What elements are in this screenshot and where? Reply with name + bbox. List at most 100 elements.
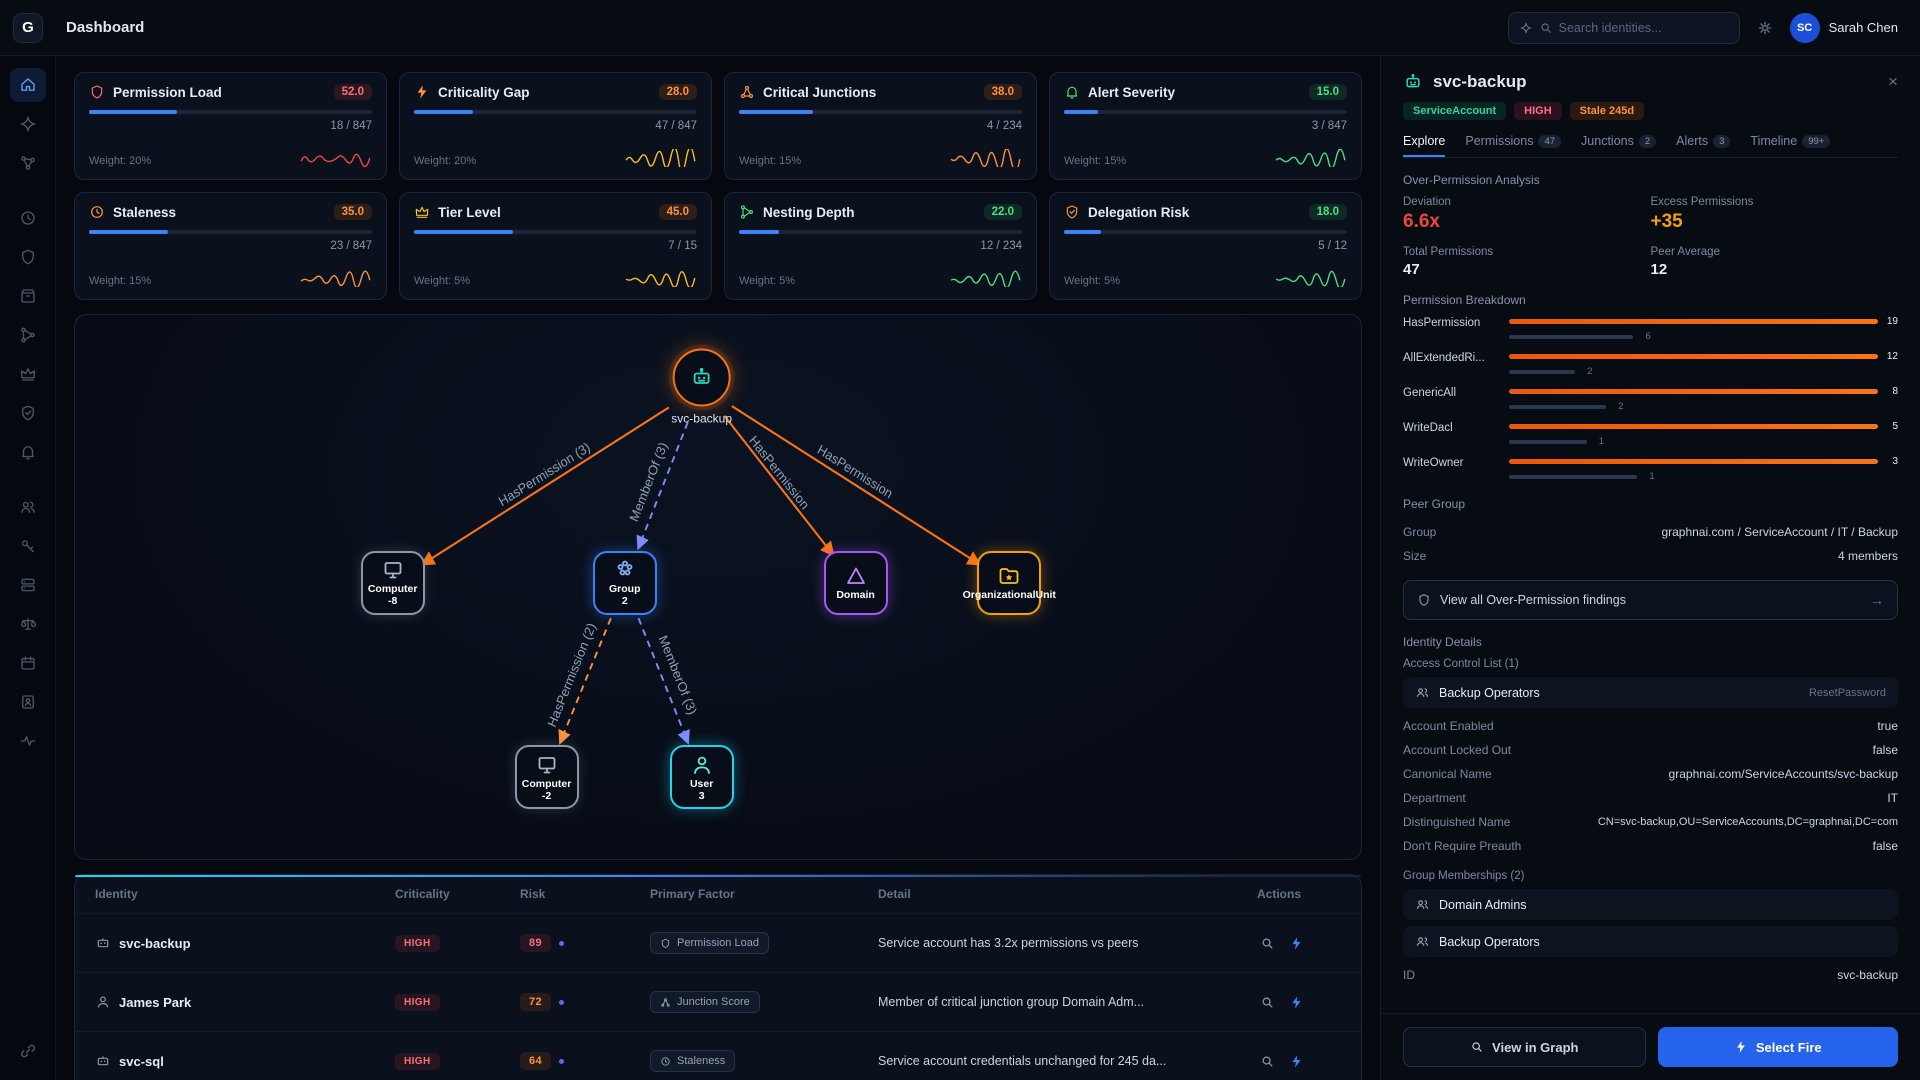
settings-button[interactable]: [1756, 19, 1774, 37]
sidebar-item-tiers[interactable]: [10, 357, 46, 391]
tab-explore[interactable]: Explore: [1403, 134, 1445, 157]
card-count: 3 / 847: [1311, 120, 1347, 132]
sidebar-item-activity[interactable]: [10, 724, 46, 758]
sidebar-item-shield[interactable]: [10, 240, 46, 274]
sidebar-item-calendar[interactable]: [10, 646, 46, 680]
acl-item[interactable]: Backup Operators ResetPassword: [1403, 677, 1898, 708]
search-input[interactable]: [1558, 20, 1729, 35]
view-in-graph-button[interactable]: View in Graph: [1403, 1027, 1646, 1067]
graph-canvas[interactable]: HasPermission (3) MemberOf (3) HasPermis…: [74, 314, 1362, 860]
edge-label: HasPermission (3): [496, 439, 593, 509]
trend-dot: [559, 999, 565, 1005]
card-weight: Weight: 5%: [1064, 275, 1121, 287]
metric-card-critical-junctions[interactable]: Critical Junctions 38.0 4 / 234 Weight: …: [724, 72, 1037, 180]
search-icon: [1262, 938, 1273, 949]
search-icon: [1472, 1042, 1482, 1052]
progress-fill: [1064, 110, 1098, 114]
card-weight: Weight: 15%: [739, 155, 802, 167]
alarm-bell-icon: [1066, 86, 1078, 99]
crown-icon: [415, 206, 429, 218]
quick-action-button[interactable]: [1286, 933, 1307, 954]
sidebar-item-history[interactable]: [10, 201, 46, 235]
sidebar-item-explore[interactable]: [10, 107, 46, 141]
metric-card-tier-level[interactable]: Tier Level 45.0 7 / 15 Weight: 5%: [399, 192, 712, 300]
robot-icon: [1406, 73, 1420, 88]
folder-star-icon: [999, 568, 1019, 585]
groups-heading: Group Memberships (2): [1403, 870, 1525, 882]
type-badge: ServiceAccount: [1403, 102, 1507, 120]
peer-average-value: 12: [1650, 261, 1668, 278]
card-count: 47 / 847: [655, 120, 697, 132]
close-icon[interactable]: ×: [1888, 72, 1898, 91]
card-count: 12 / 234: [980, 240, 1022, 252]
sidebar-item-link[interactable]: [10, 1034, 46, 1068]
metric-card-nesting-depth[interactable]: Nesting Depth 22.0 12 / 234 Weight: 5%: [724, 192, 1037, 300]
view-findings-button[interactable]: View all Over-Permission findings →: [1403, 580, 1898, 620]
bolt-icon: [1292, 936, 1301, 950]
servers-icon: [20, 578, 35, 592]
sidebar-item-home[interactable]: [9, 68, 46, 102]
col-detail: Detail: [878, 887, 911, 901]
sidebar: [0, 56, 56, 1080]
sidebar-item-alerts[interactable]: [10, 435, 46, 469]
node-label: svc-backup: [671, 411, 733, 426]
metric-card-staleness[interactable]: Staleness 35.0 23 / 847 Weight: 15%: [74, 192, 387, 300]
graph-node-computer-8[interactable]: Computer-8: [360, 550, 425, 615]
metric-card-permission-load[interactable]: Permission Load 52.0 18 / 847 Weight: 20…: [74, 72, 387, 180]
sidebar-item-shield-check[interactable]: [10, 396, 46, 430]
quick-action-button[interactable]: [1286, 1051, 1307, 1072]
sidebar-item-identity[interactable]: [10, 685, 46, 719]
edge-label: MemberOf (3): [656, 633, 700, 717]
risk-badge: 89: [520, 934, 552, 952]
table-row[interactable]: James Park HIGH 72 Junction Score Member…: [75, 972, 1361, 1031]
sidebar-item-governance[interactable]: [10, 607, 46, 641]
metric-card-criticality-gap[interactable]: Criticality Gap 28.0 47 / 847 Weight: 20…: [399, 72, 712, 180]
graph-node-computer-2[interactable]: Computer-2: [514, 745, 579, 810]
group-membership-item[interactable]: Backup Operators: [1403, 926, 1898, 957]
metric-card-delegation-risk[interactable]: Delegation Risk 18.0 5 / 12 Weight: 5%: [1049, 192, 1362, 300]
table-row[interactable]: svc-backup HIGH 89 Permission Load Servi…: [75, 913, 1361, 972]
inspect-button[interactable]: [1257, 933, 1278, 954]
inspect-button[interactable]: [1257, 992, 1278, 1013]
sidebar-item-users[interactable]: [10, 490, 46, 524]
card-title: Alert Severity: [1088, 84, 1176, 100]
metric-cards: Permission Load 52.0 18 / 847 Weight: 20…: [74, 72, 1362, 300]
avatar[interactable]: SC: [1789, 12, 1820, 43]
top-bar: G Dashboard SC Sarah Chen: [0, 0, 1920, 56]
card-count: 23 / 847: [330, 240, 372, 252]
group-membership-item[interactable]: Domain Admins: [1403, 889, 1898, 920]
breakdown-row: GenericAll 8 2: [1403, 386, 1898, 412]
progress-fill: [739, 110, 813, 114]
graph-node-domain[interactable]: Domain: [823, 550, 888, 615]
sidebar-item-archive[interactable]: [10, 279, 46, 313]
progress-fill: [739, 230, 779, 234]
progress-track: [739, 230, 1022, 234]
table-row[interactable]: svc-sql HIGH 64 Staleness Service accoun…: [75, 1031, 1361, 1080]
users-icon: [1416, 688, 1429, 697]
sidebar-item-servers[interactable]: [10, 568, 46, 602]
sidebar-item-flow[interactable]: [10, 318, 46, 352]
inspect-button[interactable]: [1257, 1051, 1278, 1072]
search-box[interactable]: [1507, 11, 1740, 44]
card-weight: Weight: 20%: [414, 155, 477, 167]
arrow-right-icon: →: [1870, 592, 1884, 608]
sidebar-item-credentials[interactable]: [10, 529, 46, 563]
graph-node-organizational-unit[interactable]: OrganizationalUnit: [963, 550, 1056, 615]
computer-icon: [384, 562, 402, 579]
card-title: Nesting Depth: [763, 204, 855, 220]
card-count: 7 / 15: [668, 240, 697, 252]
sidebar-item-graph[interactable]: [10, 146, 46, 180]
acl-right: ResetPassword: [1808, 686, 1886, 699]
select-fire-button[interactable]: Select Fire: [1657, 1027, 1898, 1067]
total-permissions-value: 47: [1403, 261, 1420, 278]
metric-card-alert-severity[interactable]: Alert Severity 15.0 3 / 847 Weight: 15%: [1049, 72, 1362, 180]
graph-node-svc-backup[interactable]: svc-backup: [671, 348, 733, 426]
quick-action-button[interactable]: [1286, 992, 1307, 1013]
